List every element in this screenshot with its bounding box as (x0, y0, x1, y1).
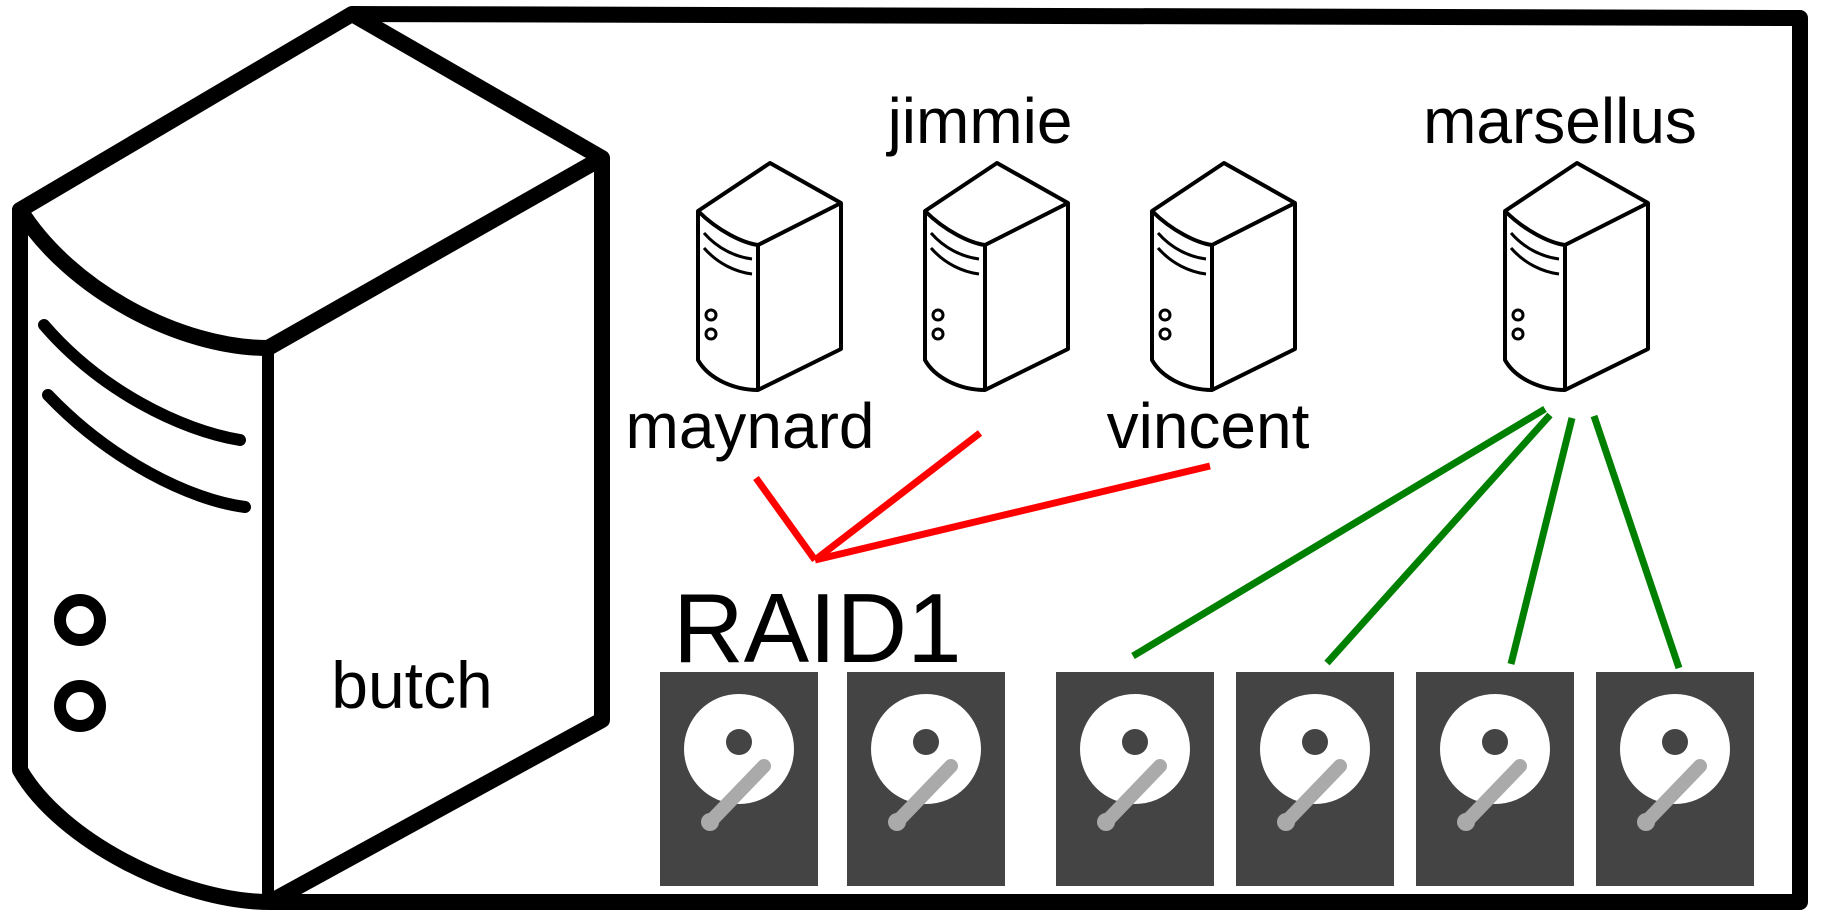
marsellus-link-disk-1 (1131, 405, 1547, 660)
server-icon (1503, 161, 1650, 392)
host-label: butch (331, 648, 492, 722)
vm-server-marsellus (1503, 161, 1650, 392)
hard-disk-icon (847, 672, 1005, 886)
raid-label: RAID1 (673, 573, 962, 683)
raid-disk-group (660, 672, 1005, 886)
marsellus-link-disk-2 (1324, 412, 1553, 666)
marsellus-link-disk-3 (1507, 417, 1576, 665)
raid-link-jimmie (812, 430, 983, 563)
hard-disk-icon (660, 672, 818, 886)
server-icon (923, 161, 1070, 392)
enclosure-outline (270, 6, 1808, 910)
hard-disk-icon (1236, 672, 1394, 886)
vm-label-vincent: vincent (1107, 390, 1310, 462)
vm-server-vincent (1150, 161, 1297, 392)
vm-server-maynard (696, 161, 843, 392)
hard-disk-icon (1596, 672, 1754, 886)
server-tower-icon (12, 6, 610, 910)
vm-label-marsellus: marsellus (1423, 85, 1697, 157)
vm-label-maynard: maynard (626, 390, 875, 462)
raid-link-vincent (814, 462, 1211, 564)
marsellus-link-disk-4 (1590, 414, 1683, 670)
hard-disk-icon (1056, 672, 1214, 886)
marsellus-disk-group (1056, 672, 1754, 886)
vm-label-jimmie: jimmie (886, 85, 1073, 157)
raid-links (753, 430, 1211, 564)
server-icon (1150, 161, 1297, 392)
hard-disk-icon (1416, 672, 1574, 886)
vm-server-jimmie (923, 161, 1070, 392)
raid-link-maynard (753, 475, 818, 563)
host-server-butch: butch (12, 6, 610, 910)
server-icon (696, 161, 843, 392)
marsellus-links (1131, 405, 1683, 670)
